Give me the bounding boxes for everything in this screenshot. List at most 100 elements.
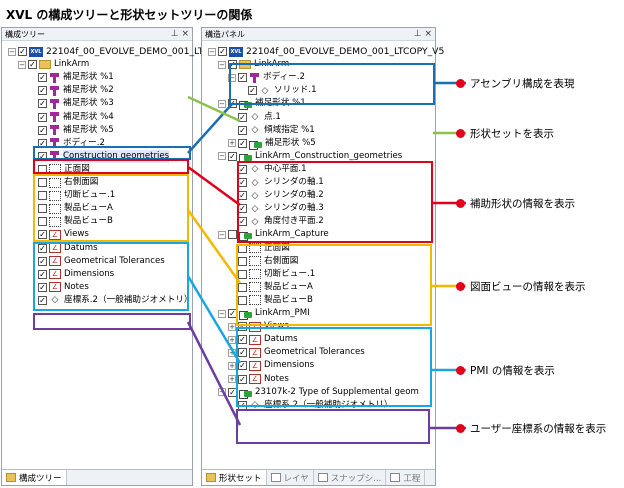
panel-tab[interactable]: 形状セット (202, 470, 267, 485)
tree-item[interactable]: ✓◇シリンダの軸.3 (228, 202, 324, 215)
expand-icon[interactable]: + (228, 375, 236, 383)
visibility-checkbox[interactable]: ✓ (38, 73, 47, 83)
collapse-icon[interactable]: − (218, 388, 226, 397)
visibility-checkbox[interactable]: ✓ (238, 374, 247, 384)
visibility-checkbox[interactable] (38, 204, 47, 214)
tree-item[interactable]: −✓LinkArm (18, 58, 89, 71)
tree-item[interactable]: −✓LinkArm_PMI (218, 307, 310, 320)
collapse-icon[interactable]: − (228, 73, 236, 82)
tree-item[interactable]: ✓◇シリンダの軸.1 (228, 176, 324, 189)
collapse-icon[interactable]: − (218, 309, 226, 318)
tree-item[interactable]: +✓∠Dimensions (228, 359, 314, 372)
tree-item[interactable]: ✓◇シリンダの軸.2 (228, 189, 324, 202)
visibility-checkbox[interactable]: ✓ (38, 243, 47, 253)
visibility-checkbox[interactable]: ✓ (38, 86, 47, 96)
tree-item[interactable]: −✓補足形状 %1 (218, 97, 306, 111)
visibility-checkbox[interactable]: ✓ (238, 204, 247, 214)
tree-item[interactable]: ✓◇座標系.2（一般補助ジオメトリ） (28, 294, 193, 307)
visibility-checkbox[interactable] (228, 230, 237, 240)
visibility-checkbox[interactable]: ✓ (238, 178, 247, 187)
tree-item[interactable]: 正面図 (228, 242, 290, 255)
visibility-checkbox[interactable]: ✓ (238, 361, 247, 371)
visibility-checkbox[interactable]: ✓ (228, 60, 237, 70)
visibility-checkbox[interactable]: ✓ (228, 387, 237, 397)
expand-icon[interactable]: + (228, 139, 236, 148)
tree-item[interactable]: ✓∠Notes (28, 281, 89, 294)
visibility-checkbox[interactable] (38, 191, 47, 201)
tree-item[interactable]: ✓∠Datums (28, 242, 98, 255)
visibility-checkbox[interactable] (238, 295, 247, 305)
tree-item[interactable]: ✓補足形状 %3 (28, 97, 114, 110)
visibility-checkbox[interactable] (38, 217, 47, 227)
tree-item[interactable]: ✓補足形状 %5 (28, 124, 114, 137)
collapse-icon[interactable]: − (18, 60, 26, 69)
visibility-checkbox[interactable] (238, 243, 247, 253)
tree-item[interactable]: 正面図 (28, 163, 90, 176)
tree-item[interactable]: 切断ビュー.1 (28, 189, 115, 202)
visibility-checkbox[interactable]: ✓ (238, 191, 247, 201)
tree-item[interactable]: 右側面図 (228, 255, 298, 268)
tree-item[interactable]: −✓ボディー.2 (228, 71, 305, 84)
visibility-checkbox[interactable]: ✓ (28, 60, 37, 70)
visibility-checkbox[interactable] (38, 164, 47, 174)
tree-item[interactable]: ✓∠Views (28, 228, 89, 241)
visibility-checkbox[interactable]: ✓ (238, 73, 247, 83)
visibility-checkbox[interactable]: ✓ (38, 138, 47, 148)
tree-item[interactable]: 右側面図 (28, 176, 98, 189)
tree-item[interactable]: +✓∠Views (228, 320, 289, 333)
panel-tab[interactable]: 工程 (386, 470, 426, 485)
tree-item[interactable]: −✓23107k-2 Type of Supplemental geom (218, 386, 419, 399)
visibility-checkbox[interactable]: ✓ (238, 125, 247, 135)
visibility-checkbox[interactable]: ✓ (18, 47, 27, 56)
visibility-checkbox[interactable]: ✓ (238, 400, 247, 410)
tree-item[interactable]: 製品ビューA (228, 281, 313, 294)
visibility-checkbox[interactable]: ✓ (238, 112, 247, 122)
tree-item[interactable]: −✓LinkArm_Construction_geometries (218, 150, 402, 163)
expand-icon[interactable]: + (228, 335, 236, 344)
expand-icon[interactable]: + (228, 348, 236, 357)
tree-item[interactable]: ✓Construction geometries (28, 149, 170, 163)
visibility-checkbox[interactable]: ✓ (38, 112, 47, 122)
visibility-checkbox[interactable]: ✓ (38, 269, 47, 279)
tree-item[interactable]: −LinkArm_Capture (218, 228, 329, 242)
visibility-checkbox[interactable]: ✓ (238, 217, 247, 227)
tree-item[interactable]: +✓補足形状 %5 (228, 137, 316, 150)
tree-item[interactable]: ✓補足形状 %1 (28, 71, 114, 84)
tree-item[interactable]: ✓◇点.1 (228, 111, 281, 124)
tree-item[interactable]: +✓∠Geometrical Tolerances (228, 346, 365, 359)
collapse-icon[interactable]: − (218, 230, 226, 239)
visibility-checkbox[interactable]: ✓ (38, 99, 47, 109)
visibility-checkbox[interactable]: ✓ (228, 309, 237, 318)
visibility-checkbox[interactable]: ✓ (38, 256, 47, 266)
panel-tab[interactable]: スナップシ... (314, 470, 387, 485)
tree-item[interactable]: 製品ビューA (28, 202, 113, 215)
visibility-checkbox[interactable] (38, 178, 47, 187)
expand-icon[interactable]: + (228, 322, 236, 331)
tree-item[interactable]: ✓∠Geometrical Tolerances (28, 255, 165, 268)
visibility-checkbox[interactable]: ✓ (228, 99, 237, 109)
visibility-checkbox[interactable]: ✓ (238, 164, 247, 174)
tree-item[interactable]: ✓∠Dimensions (28, 268, 114, 281)
tree-item[interactable]: +✓∠Datums (228, 333, 298, 346)
panel-tab[interactable]: レイヤ (267, 470, 314, 485)
collapse-icon[interactable]: − (218, 60, 226, 69)
tree-item[interactable]: ✓◇角度付き平面.2 (228, 215, 324, 228)
pin-close-icon[interactable]: ⊥ × (170, 29, 189, 39)
visibility-checkbox[interactable] (238, 256, 247, 266)
tree-item[interactable]: ✓補足形状 %4 (28, 111, 114, 124)
tree-item[interactable]: ✓ボディー.2 (28, 137, 105, 150)
visibility-checkbox[interactable]: ✓ (238, 138, 247, 148)
visibility-checkbox[interactable]: ✓ (38, 295, 47, 305)
tree-item[interactable]: ✓◇傾域指定 %1 (228, 124, 315, 137)
visibility-checkbox[interactable]: ✓ (238, 348, 247, 358)
visibility-checkbox[interactable]: ✓ (248, 86, 257, 96)
visibility-checkbox[interactable] (238, 269, 247, 279)
visibility-checkbox[interactable]: ✓ (238, 322, 247, 332)
panel-tab[interactable]: 構成ツリー (2, 470, 67, 485)
tree-item[interactable]: 製品ビューB (28, 215, 113, 228)
tree-item[interactable]: ✓補足形状 %2 (28, 84, 114, 97)
tree-item[interactable]: ✓◇ソリッド.1 (238, 84, 317, 97)
tree-item[interactable]: ✓◇座標系.2（一般補助ジオメトリ） (228, 399, 393, 412)
visibility-checkbox[interactable]: ✓ (228, 151, 237, 161)
